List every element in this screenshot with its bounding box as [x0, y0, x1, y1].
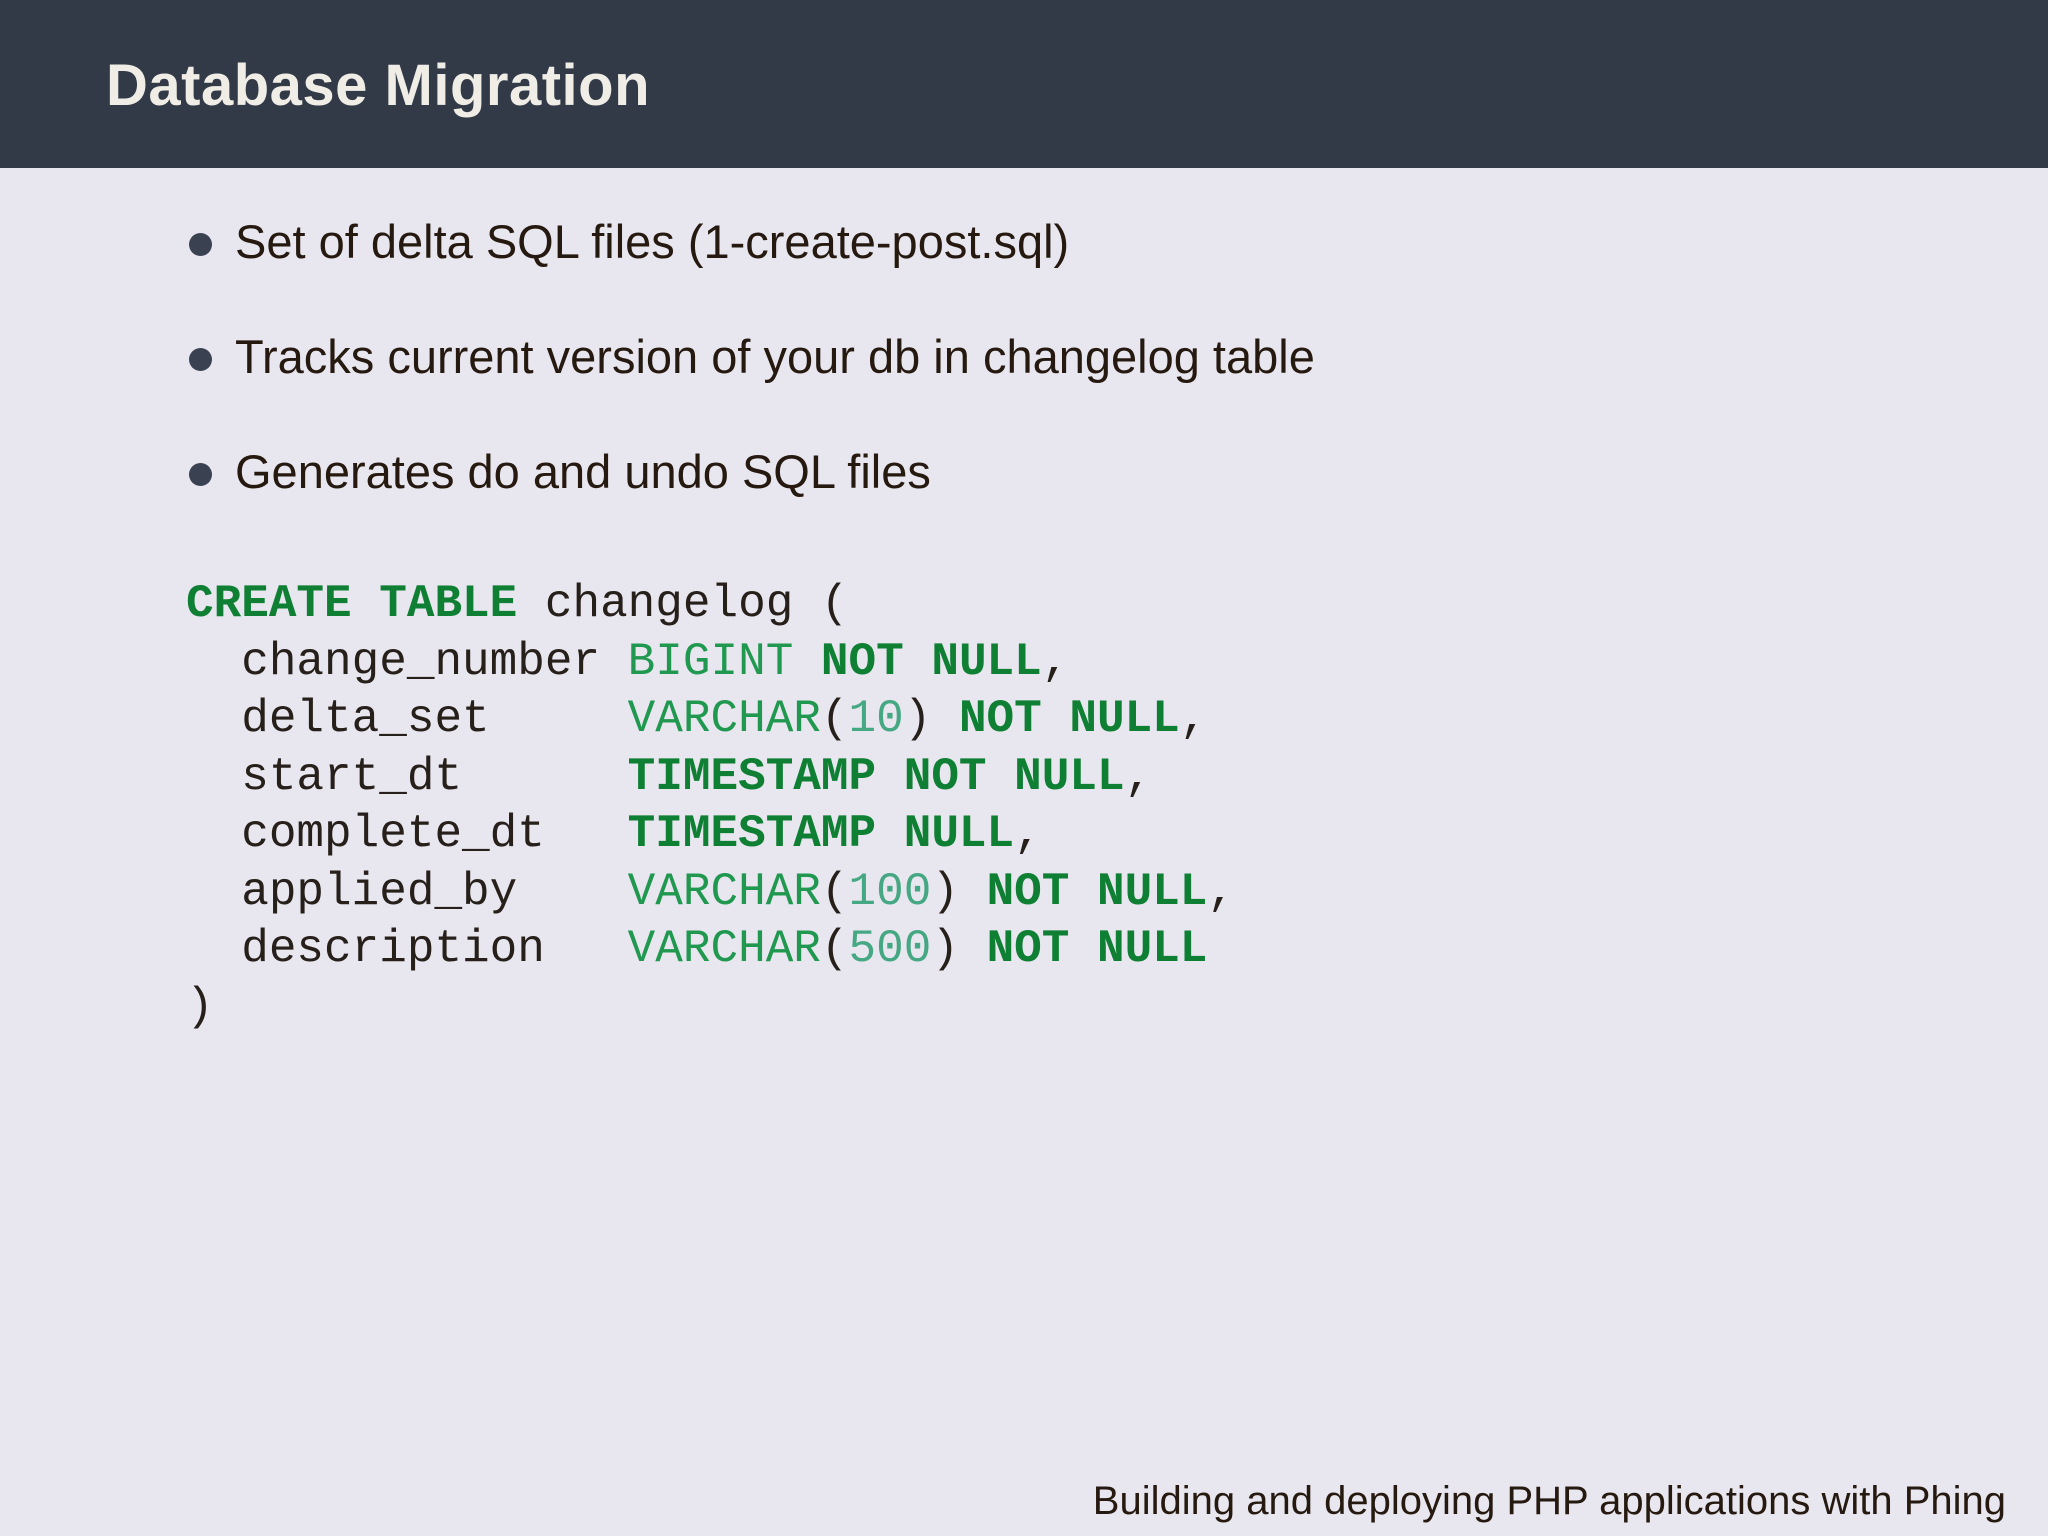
- bullet-text: Set of delta SQL files (1-create-post.sq…: [235, 215, 1070, 268]
- code-token-plain: (: [820, 923, 849, 975]
- code-token-type: VARCHAR: [627, 865, 821, 918]
- code-token-kw: NOT NULL: [958, 693, 1180, 745]
- code-token-plain: [793, 636, 821, 688]
- bullet-dot-icon: [189, 463, 212, 486]
- code-token-kw: CREATE TABLE: [186, 578, 518, 630]
- code-token-plain: ,: [1014, 808, 1042, 860]
- code-token-plain: start_dt: [186, 750, 628, 803]
- code-token-num: 100: [848, 865, 932, 918]
- code-token-plain: ,: [1207, 865, 1236, 918]
- bullet-dot-icon: [189, 233, 212, 256]
- bullet-item: Tracks current version of your db in cha…: [189, 330, 1988, 383]
- code-token-plain: (: [820, 693, 849, 745]
- code-token-plain: ,: [1179, 693, 1208, 745]
- code-token-kw: TIMESTAMP NULL: [627, 808, 1015, 860]
- code-token-num: 500: [848, 923, 932, 975]
- bullet-item: Set of delta SQL files (1-create-post.sq…: [189, 215, 1988, 268]
- code-token-plain: ): [931, 923, 987, 975]
- code-token-plain: ): [186, 980, 214, 1033]
- code-token-plain: ,: [1041, 635, 1070, 688]
- slide-header-bar: Database Migration: [0, 0, 2048, 168]
- code-token-plain: ,: [1124, 750, 1153, 803]
- bullet-item: Generates do and undo SQL files: [189, 445, 1988, 498]
- bullet-text: Tracks current version of your db in cha…: [235, 330, 1315, 383]
- bullet-list: Set of delta SQL files (1-create-post.sq…: [189, 215, 1988, 563]
- code-token-type: VARCHAR: [627, 923, 821, 975]
- code-token-plain: change_number: [186, 635, 628, 688]
- code-token-plain: ): [903, 693, 959, 745]
- page-title: Database Migration: [106, 53, 650, 118]
- code-token-plain: changelog (: [517, 578, 849, 630]
- code-token-type: BIGINT: [627, 635, 794, 688]
- bullet-text: Generates do and undo SQL files: [235, 445, 931, 498]
- sql-code-block: CREATE TABLE changelog ( change_number B…: [186, 576, 1235, 1036]
- code-token-plain: complete_dt: [186, 808, 628, 860]
- code-token-num: 10: [848, 693, 904, 745]
- code-token-type: VARCHAR: [627, 693, 821, 745]
- code-token-plain: ): [931, 865, 987, 918]
- code-token-plain: (: [820, 865, 849, 918]
- code-token-kw: NOT NULL: [820, 635, 1042, 688]
- code-token-plain: applied_by: [186, 865, 628, 918]
- code-token-plain: delta_set: [186, 693, 628, 745]
- code-token-kw: NOT NULL: [986, 865, 1208, 918]
- footer-credit: Building and deploying PHP applications …: [1092, 1479, 2006, 1523]
- code-token-kw: NOT NULL: [986, 923, 1208, 975]
- bullet-dot-icon: [189, 348, 212, 371]
- code-token-plain: description: [186, 923, 628, 975]
- code-token-kw: TIMESTAMP NOT NULL: [627, 750, 1125, 803]
